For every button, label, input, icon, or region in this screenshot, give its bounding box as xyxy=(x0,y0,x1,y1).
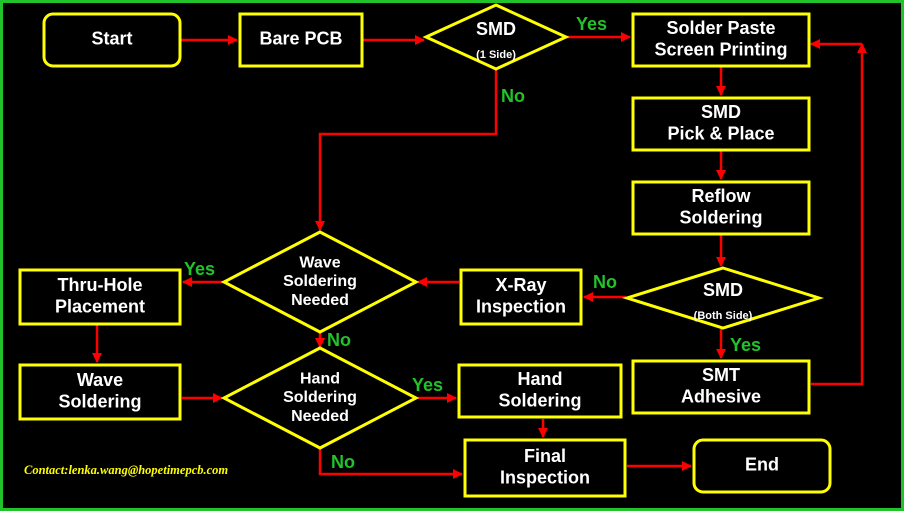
node-label-line: Soldering xyxy=(679,207,762,227)
contact-text: Contact:lenka.wang@hopetimepcb.com xyxy=(24,463,228,477)
node-label-line: X-Ray xyxy=(495,275,546,295)
nodes: Start Bare PCB SMD (1 Side) Solder PasteScre… xyxy=(18,3,832,498)
node-label-line: Needed xyxy=(291,408,349,425)
flowchart-diagram: Start Bare PCB SMD (1 Side) Solder PasteScre… xyxy=(18,3,867,498)
node-bare-pcb: Bare PCB xyxy=(238,12,364,68)
decision-diamond xyxy=(621,266,825,330)
node-smd-both-sides: SMD (Both Side) xyxy=(621,266,825,330)
process-box xyxy=(238,12,364,68)
node-label-line: Wave xyxy=(77,370,123,390)
arrow-smd1-no-to-wave-needed xyxy=(315,70,498,231)
process-box xyxy=(631,180,811,236)
branch-label-smd2-yes: Yes xyxy=(730,335,761,355)
process-box xyxy=(457,363,623,419)
branch-label-hand-no: No xyxy=(331,452,355,472)
node-label-line: Solder Paste xyxy=(666,18,775,38)
branch-label-hand-yes: Yes xyxy=(412,375,443,395)
process-box xyxy=(18,363,182,421)
node-sublabel: (Both Side) xyxy=(694,310,753,322)
branch-label-smd2-no: No xyxy=(593,272,617,292)
node-label-line: Soldering xyxy=(283,389,357,406)
node-label-line: SMD xyxy=(476,19,516,39)
node-label-line: Pick & Place xyxy=(667,123,774,143)
process-box xyxy=(631,96,811,152)
branch-label-smd1-no: No xyxy=(501,86,525,106)
node-label-line: SMD xyxy=(701,102,741,122)
node-label-line: Hand xyxy=(300,370,340,387)
arrow-smt-adhesive-loop-to-solder-paste xyxy=(811,43,867,386)
node-label-line: Reflow xyxy=(691,186,751,206)
process-box xyxy=(459,268,583,326)
node-label-line: Wave xyxy=(299,254,340,271)
process-box xyxy=(631,12,811,68)
node-label-line: Final xyxy=(524,446,566,466)
node-label-line: Screen Printing xyxy=(654,39,787,59)
node-label-line: Inspection xyxy=(476,296,566,316)
process-box xyxy=(18,268,182,326)
decision-diamond xyxy=(422,3,570,71)
node-label-line: End xyxy=(745,455,779,475)
node-start: Start xyxy=(42,12,182,68)
node-label-line: Bare PCB xyxy=(259,29,342,49)
branch-label-wave-yes: Yes xyxy=(184,259,215,279)
branch-label-wave-no: No xyxy=(327,330,351,350)
process-box xyxy=(463,438,627,498)
node-label-line: Adhesive xyxy=(681,386,761,406)
node-label-line: Start xyxy=(91,29,132,49)
node-label-line: Soldering xyxy=(283,273,357,290)
arrow-hand-no-to-final xyxy=(318,449,463,479)
node-label-line: Soldering xyxy=(58,391,141,411)
node-label-line: Thru-Hole xyxy=(58,275,143,295)
node-label-line: SMD xyxy=(703,280,743,300)
terminal-box xyxy=(692,438,832,494)
terminal-box xyxy=(42,12,182,68)
node-label-line: Soldering xyxy=(498,390,581,410)
process-box xyxy=(631,359,811,415)
node-label-line: Hand xyxy=(518,369,563,389)
node-sublabel: (1 Side) xyxy=(476,49,516,61)
node-label-line: Placement xyxy=(55,296,145,316)
node-label-line: Needed xyxy=(291,292,349,309)
node-label-line: SMT xyxy=(702,365,740,385)
node-smd-one-side: SMD (1 Side) xyxy=(422,3,570,71)
branch-label-smd1-yes: Yes xyxy=(576,14,607,34)
decision-diamond xyxy=(220,346,420,450)
node-label-line: Inspection xyxy=(500,467,590,487)
node-end: End xyxy=(692,438,832,494)
decision-diamond xyxy=(220,230,420,334)
connectors xyxy=(92,32,867,479)
